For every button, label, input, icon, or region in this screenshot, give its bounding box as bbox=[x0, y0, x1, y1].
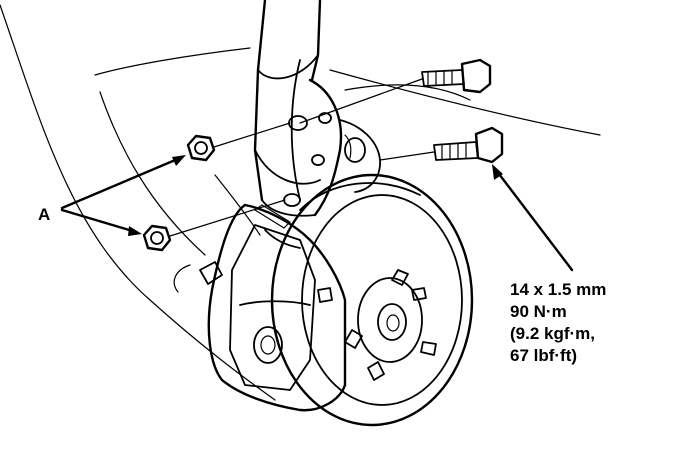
steering-knuckle bbox=[339, 119, 381, 193]
wheel-hub bbox=[344, 269, 437, 381]
brake-disc bbox=[270, 173, 474, 427]
torque-spec: 14 x 1.5 mm 90 N·m (9.2 kgf·m, 67 lbf·ft… bbox=[510, 280, 606, 365]
torque-lbf-label: 67 lbf·ft) bbox=[510, 346, 577, 365]
torque-callout-leader bbox=[492, 164, 574, 272]
flange-nut-lower bbox=[142, 199, 286, 252]
upper-mounting-bolt bbox=[299, 58, 492, 124]
flange-nut-upper bbox=[186, 122, 291, 162]
torque-nm-label: 90 N·m bbox=[510, 302, 567, 321]
torque-size-label: 14 x 1.5 mm bbox=[510, 280, 606, 299]
torque-kgf-label: (9.2 kgf·m, bbox=[510, 324, 595, 343]
lower-mounting-bolt bbox=[379, 126, 504, 164]
wheel-studs bbox=[344, 269, 437, 381]
strut-assembly bbox=[253, 0, 343, 217]
callout-a-leaders bbox=[60, 155, 186, 236]
brake-caliper bbox=[199, 203, 347, 412]
callout-a-label: A bbox=[38, 205, 50, 224]
